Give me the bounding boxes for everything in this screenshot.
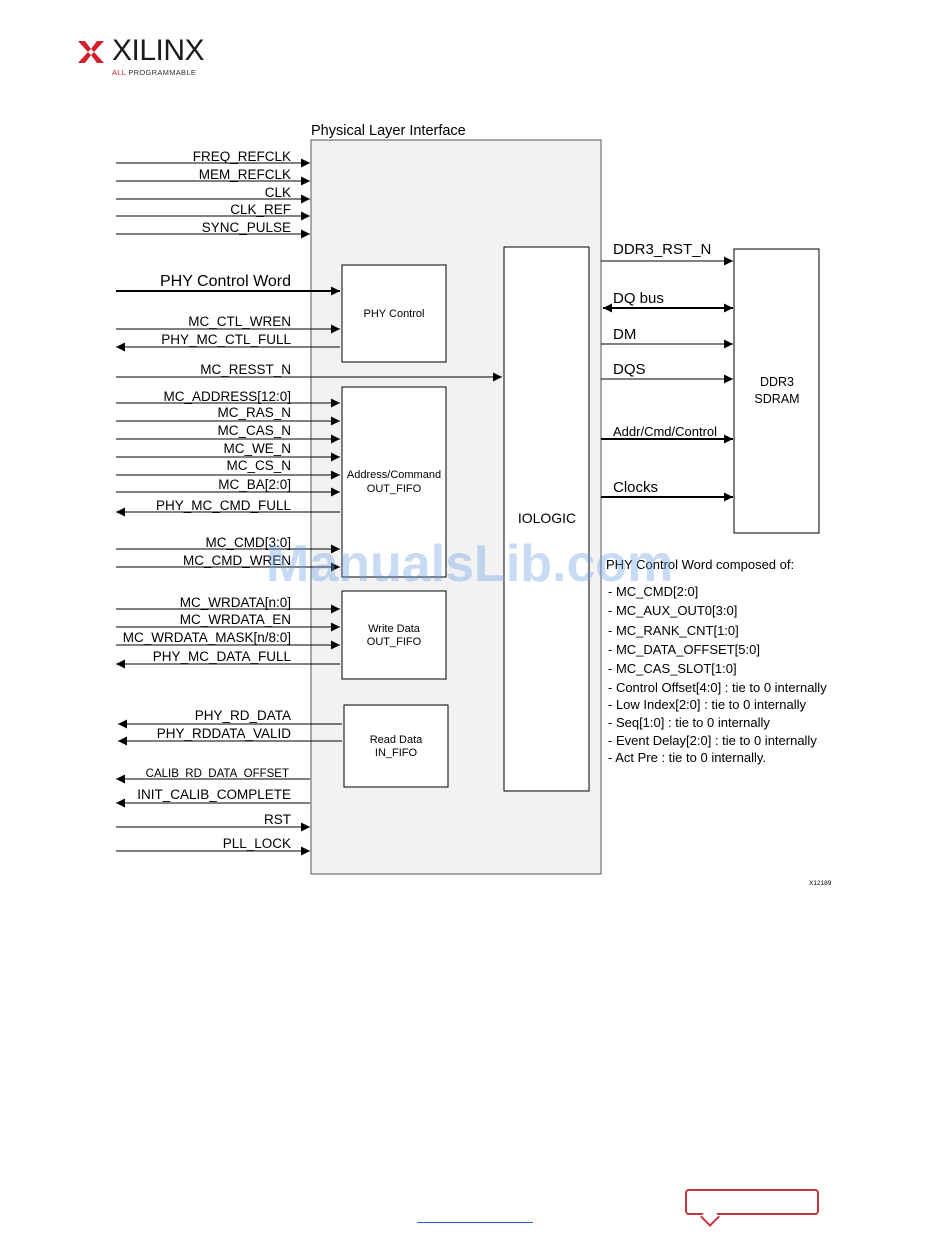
mc-cmd-wren-label: MC_CMD_WREN <box>183 553 291 568</box>
sync-pulse-label: SYNC_PULSE <box>202 220 291 235</box>
iologic-block <box>503 246 590 792</box>
comment-bubble-icon[interactable] <box>685 1189 819 1215</box>
composition-item: - MC_RANK_CNT[1:0] <box>608 623 739 638</box>
addr-cmd-label-1: Address/Command <box>347 469 441 481</box>
phy-mc-cmd-full-label: PHY_MC_CMD_FULL <box>156 498 292 513</box>
logo-tag-rest: PROGRAMMABLE <box>125 68 197 77</box>
addr-cmd-label-2: OUT_FIFO <box>367 483 422 495</box>
mc-ctl-wren-label: MC_CTL_WREN <box>188 314 291 329</box>
ddr3-rst-n-label: DDR3_RST_N <box>613 241 711 258</box>
composition-item: - Seq[1:0] : tie to 0 internally <box>608 715 770 730</box>
phy-rddata-valid-label: PHY_RDDATA_VALID <box>157 726 292 741</box>
logo-tag-all: ALL <box>112 68 126 77</box>
figure-id: X12189 <box>809 880 832 887</box>
pll-lock-label: PLL_LOCK <box>223 836 291 851</box>
ddr3-label-2: SDRAM <box>754 392 799 406</box>
composition-heading: PHY Control Word composed of: <box>606 557 794 572</box>
logo-tagline: ALL PROGRAMMABLE <box>112 68 196 77</box>
phy-rd-data-label: PHY_RD_DATA <box>195 708 291 723</box>
read-data-label-1: Read Data <box>370 734 423 746</box>
watermark: ManualsLib.com <box>266 535 674 593</box>
phy-layer-title: Physical Layer Interface <box>311 123 466 139</box>
composition-item: - Act Pre : tie to 0 internally. <box>608 750 766 765</box>
xilinx-logo: XILINX ALL PROGRAMMABLE <box>76 34 216 80</box>
phy-mc-data-full-label: PHY_MC_DATA_FULL <box>153 649 292 664</box>
ddr3-sdram-block <box>733 248 820 534</box>
init-calib-complete-label: INIT_CALIB_COMPLETE <box>137 787 291 802</box>
read-data-fifo-block <box>343 704 449 788</box>
logo-wordmark: XILINX <box>112 34 205 67</box>
write-data-fifo-block <box>341 590 447 680</box>
composition-item: - MC_CAS_SLOT[1:0] <box>608 661 737 676</box>
mc-address-label: MC_ADDRESS[12:0] <box>163 389 291 404</box>
mc-resst-n-label: MC_RESST_N <box>200 362 291 377</box>
composition-item: - Control Offset[4:0] : tie to 0 interna… <box>608 680 827 695</box>
footer-link-underline[interactable] <box>417 1222 533 1223</box>
mem-refclk-label: MEM_REFCLK <box>199 167 291 182</box>
addr-cmd-fifo-block <box>341 386 447 578</box>
clk-label: CLK <box>265 185 291 200</box>
phy-control-block <box>341 264 447 363</box>
freq-refclk-label: FREQ_REFCLK <box>193 149 291 164</box>
ddr3-label-1: DDR3 <box>760 375 794 389</box>
mc-wrdata-mask-label: MC_WRDATA_MASK[n/8:0] <box>123 630 291 645</box>
mc-ras-n-label: MC_RAS_N <box>217 405 291 420</box>
mc-cas-n-label: MC_CAS_N <box>217 423 291 438</box>
mc-ba-label: MC_BA[2:0] <box>218 477 291 492</box>
composition-item: - MC_CMD[2:0] <box>608 584 698 599</box>
calib-rd-data-offset-label: CALIB_RD_DATA_OFFSET <box>146 768 289 780</box>
dq-bus-label: DQ bus <box>613 290 664 307</box>
mc-wrdata-en-label: MC_WRDATA_EN <box>180 612 291 627</box>
xilinx-mark-icon <box>78 41 104 63</box>
addr-cmd-control-label: Addr/Cmd/Control <box>613 424 717 439</box>
rst-label: RST <box>264 812 291 827</box>
dqs-label: DQS <box>613 361 646 378</box>
clocks-label: Clocks <box>613 479 658 496</box>
read-data-label-2: IN_FIFO <box>375 747 418 759</box>
mc-we-n-label: MC_WE_N <box>223 441 291 456</box>
composition-item: - Low Index[2:0] : tie to 0 internally <box>608 697 806 712</box>
mc-cs-n-label: MC_CS_N <box>226 458 291 473</box>
iologic-label: IOLOGIC <box>518 510 576 526</box>
mc-wrdata-label: MC_WRDATA[n:0] <box>180 595 291 610</box>
clk-ref-label: CLK_REF <box>230 202 291 217</box>
composition-item: - MC_DATA_OFFSET[5:0] <box>608 642 760 657</box>
phy-mc-ctl-full-label: PHY_MC_CTL_FULL <box>161 332 291 347</box>
mc-cmd-label: MC_CMD[3:0] <box>205 535 291 550</box>
composition-item: - MC_AUX_OUT0[3:0] <box>608 603 737 618</box>
dm-label: DM <box>613 326 636 343</box>
write-data-label-1: Write Data <box>368 623 421 635</box>
phy-control-word-label: PHY Control Word <box>160 273 291 290</box>
phy-control-label: PHY Control <box>364 308 425 320</box>
write-data-label-2: OUT_FIFO <box>367 636 422 648</box>
composition-item: - Event Delay[2:0] : tie to 0 internally <box>608 733 817 748</box>
